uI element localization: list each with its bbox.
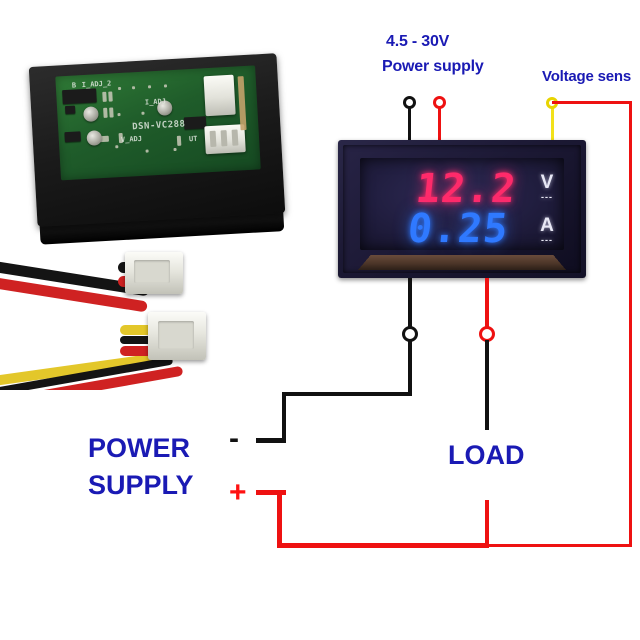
pcb-pad [145, 149, 149, 153]
cable-wire-red [120, 346, 170, 356]
source-supply-title-label: Power supply [382, 58, 484, 75]
pcb-silkscreen-ut: UT [188, 134, 198, 144]
pcb-pad [176, 135, 182, 146]
wire-load-bottom-lead [485, 500, 489, 546]
pcb-pad [163, 84, 168, 88]
pcb-pad [117, 86, 122, 91]
pcb-pad [108, 91, 113, 102]
voltage-unit-label: V --- [536, 173, 558, 202]
wire-sense-right-vertical [629, 101, 632, 547]
meter-display-screen: 12.2 V --- 0.25 A --- [360, 158, 564, 252]
wire-voltage-sense [551, 103, 554, 149]
pcb-pad [115, 145, 119, 149]
pcb-silkscreen-v-adj: V_ADJ [120, 134, 143, 145]
wire-supply-positive-top [438, 106, 441, 146]
cable-connector-3pin [148, 312, 206, 360]
wire-negative-down [408, 340, 412, 395]
pcb-silkscreen-b: B [71, 81, 77, 90]
pcb-module-photo: B I_ADJ_2 I_ADJ DSN-VC288 V_ADJ UT [28, 53, 286, 245]
load-label: LOAD [448, 440, 525, 470]
pcb-chip [183, 116, 207, 130]
pcb-pad [103, 107, 108, 118]
pcb-board: B I_ADJ_2 I_ADJ DSN-VC288 V_ADJ UT [55, 65, 261, 181]
pcb-edge-pad [237, 76, 247, 131]
pcb-chip [64, 131, 81, 143]
current-unit-sub: --- [541, 235, 553, 245]
wire-positive-vertical [277, 490, 282, 548]
wire-positive-terminal-stub [256, 490, 286, 495]
wire-meter-negative-out [408, 278, 412, 335]
pcb-pad [102, 91, 107, 102]
current-unit-main: A [540, 215, 554, 236]
pcb-connector-2pin [203, 74, 236, 117]
wire-negative-horizontal [282, 392, 412, 396]
pcb-trimpot [83, 106, 99, 123]
pcb-pad [117, 112, 121, 117]
wire-meter-load-out [485, 278, 489, 335]
meter-bottom-lip [358, 255, 566, 270]
pcb-part-number: DSN-VC288 [131, 119, 186, 133]
wire-sense-bottom-horizontal [487, 544, 632, 547]
pcb-trimpot-v-adj [86, 130, 103, 146]
current-readout: 0.25 [405, 206, 511, 252]
pcb-chip [62, 88, 97, 105]
current-unit-label: A --- [536, 216, 558, 245]
pcb-pad [109, 107, 114, 118]
wire-positive-horizontal [277, 543, 489, 548]
pcb-pad [141, 111, 145, 115]
pcb-chip [64, 105, 76, 115]
source-supply-range-label: 4.5 - 30V [386, 33, 450, 50]
pcb-pad [173, 147, 177, 152]
voltage-sense-label: Voltage sens [542, 68, 632, 85]
cable-wire-yellow [120, 325, 164, 335]
positive-terminal-sign: + [229, 476, 247, 509]
pcb-silkscreen-i-adj: I_ADJ [144, 97, 167, 107]
wire-negative-vertical [282, 392, 286, 442]
power-supply-label-line2: SUPPLY [88, 470, 194, 500]
voltage-unit-main: V [540, 172, 554, 193]
wire-negative-terminal-stub [256, 438, 286, 443]
wire-sense-top-horizontal [552, 101, 632, 104]
cable-wire-black [120, 336, 164, 344]
negative-terminal-sign: - [229, 422, 239, 455]
cable-photo-group [0, 240, 230, 390]
pcb-pad [147, 85, 152, 89]
pcb-silkscreen-i-adj-2: I_ADJ_2 [81, 79, 112, 90]
voltmeter-ammeter-module: 12.2 V --- 0.25 A --- [338, 140, 586, 278]
terminal-node-supply-positive [433, 96, 446, 109]
voltage-unit-sub: --- [541, 192, 553, 202]
pcb-pad [131, 86, 136, 90]
wire-supply-negative-top [408, 106, 411, 146]
terminal-node-supply-negative [403, 96, 416, 109]
wire-load-top-lead [485, 340, 489, 430]
power-supply-label-line1: POWER [88, 433, 191, 463]
cable-connector-2pin [125, 252, 183, 294]
